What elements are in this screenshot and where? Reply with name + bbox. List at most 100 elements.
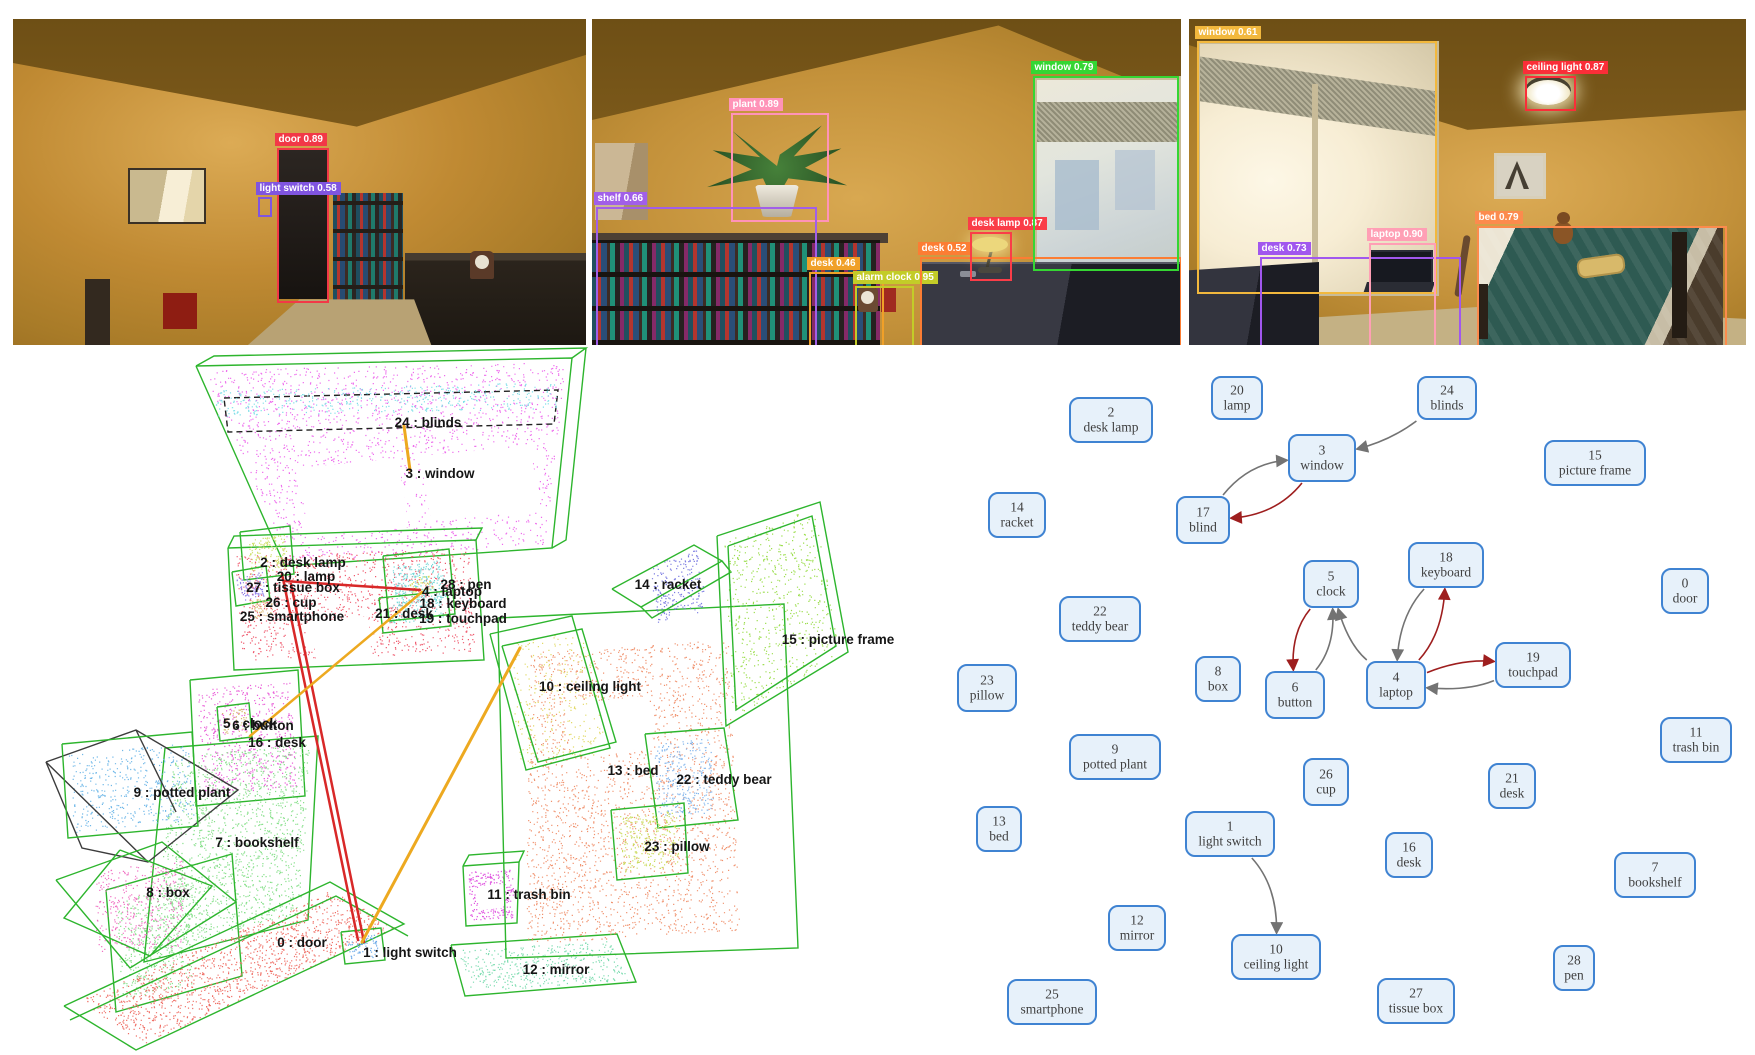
pc-hole [312, 616, 372, 662]
bbox-label-bed: bed 0.79 [1474, 210, 1523, 224]
bbox-desk [920, 257, 1181, 345]
pc-wireframe [716, 501, 849, 728]
bbox-label-light-switch: light switch 0.58 [255, 181, 341, 195]
bbox-label-shelf: shelf 0.66 [593, 191, 648, 205]
graph-node-box [1007, 979, 1097, 1025]
pc-relation-line [282, 579, 422, 592]
bbox-label-alarm-clock: alarm clock 0.95 [852, 270, 938, 284]
pc-dots-picture-frame-15 [724, 514, 837, 712]
pc-wireframe [223, 389, 559, 433]
pc-wireframe [551, 347, 587, 549]
bbox-window [1197, 41, 1437, 294]
pc-dots-bookshelf-7 [117, 744, 310, 998]
bbox-label-window: window 0.79 [1030, 60, 1098, 74]
pc-dots-door-0 [86, 892, 396, 1044]
graph-node-box [1303, 758, 1349, 806]
graph-edge-4-19 [1426, 654, 1496, 674]
pc-item-pen-28 [409, 575, 434, 593]
graph-edge-19-4 [1425, 679, 1495, 696]
pc-item-pillow-23 [610, 802, 689, 881]
graph-node-box [1614, 852, 1696, 898]
pc-wireframe [378, 590, 452, 634]
pc-wireframe [640, 560, 733, 619]
bbox-label-ceiling-light: ceiling light 0.87 [1522, 60, 1609, 74]
graph-node-box [1488, 763, 1536, 809]
window-divider [1312, 84, 1318, 289]
bbox-label-desk: desk 0.52 [917, 241, 971, 255]
pc-label-22-teddy-bear: 22 : teddy bear [676, 772, 772, 787]
bbox-label-desk-lamp: desk lamp 0.87 [967, 216, 1047, 230]
bbox-desk [1260, 257, 1461, 345]
window-view [1115, 150, 1155, 210]
pc-relation-line [289, 582, 366, 944]
graph-edge-24-3 [1355, 420, 1417, 453]
bbox-light-switch [258, 197, 272, 217]
pc-item-tissue-box-27 [231, 565, 271, 607]
graph-node-box [976, 806, 1022, 852]
bbox-desk-lamp [970, 232, 1012, 281]
pc-dots-mirror-12 [460, 941, 628, 990]
dresser [405, 253, 586, 345]
graph-node-box [1265, 671, 1325, 719]
graph-edge-3-17 [1229, 482, 1303, 524]
graph-edge-17-3 [1222, 454, 1289, 496]
graph-node-box [1211, 376, 1263, 420]
pc-wireframe [382, 548, 456, 622]
pc-item-door-0 [63, 881, 409, 1051]
alarm-clock [858, 288, 878, 312]
pc-label-16-desk: 16 : desk [248, 735, 306, 750]
pc-wireframe [135, 729, 177, 813]
pc-dots-desk-lamp-2 [249, 534, 288, 575]
graph-node-box [1288, 434, 1356, 482]
clock [470, 251, 494, 279]
pc-label-1-light-switch: 1 : light switch [363, 945, 457, 960]
pc-label-10-ceiling-light: 10 : ceiling light [539, 679, 642, 694]
graph-node-box [1366, 661, 1426, 709]
pc-label-4-laptop: 4 : laptop [422, 584, 482, 599]
bbox-plant [731, 113, 829, 222]
pc-item-blinds-window [195, 347, 589, 567]
graph-node-box [1059, 596, 1141, 642]
pc-label-7-bookshelf: 7 : bookshelf [215, 835, 299, 850]
pc-label-23-pillow: 23 : pillow [644, 839, 710, 854]
graph-node-box [1069, 397, 1153, 443]
pc-hole [298, 458, 409, 537]
pc-item-desk-lamp-2 [239, 525, 295, 581]
pc-label-26-cup: 26 : cup [265, 595, 316, 610]
pc-dots-cup-smartphone [250, 596, 273, 619]
graph-node-box [1544, 440, 1646, 486]
pc-wireframe [216, 702, 253, 742]
bbox-label-desk: desk 0.46 [806, 256, 860, 270]
window [1033, 76, 1181, 275]
pc-label-9-potted-plant: 9 : potted plant [134, 785, 231, 800]
pc-wireframe [105, 853, 243, 1013]
bed-headboard [1672, 232, 1687, 338]
pc-dots-desk-21 [236, 548, 475, 661]
window-blind [1037, 102, 1179, 142]
desk-lamp-base [978, 267, 1002, 273]
pc-wireframe [462, 850, 526, 867]
graph-edge-4-18 [1418, 587, 1451, 661]
